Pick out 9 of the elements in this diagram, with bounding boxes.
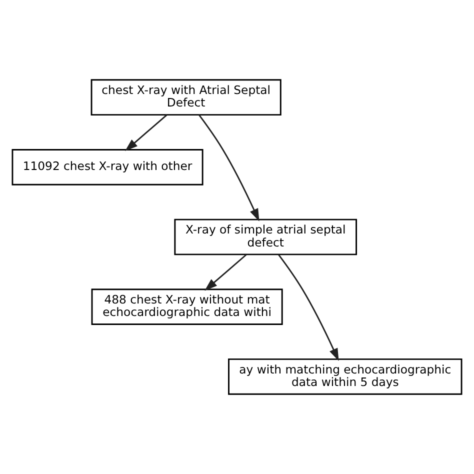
node-box: ay with matching echocardiographic data within 5 days: [228, 358, 462, 395]
node-box: 11092 chest X-ray with other: [12, 148, 204, 186]
arrow: [198, 114, 260, 222]
arrow: [125, 114, 168, 152]
node-box: X-ray of simple atrial septal defect: [174, 218, 358, 256]
arrow: [278, 254, 339, 362]
node-box: 488 chest X-ray without mat echocardiographic data withi: [91, 288, 283, 326]
node-box: chest X-ray with Atrial Septal Defect: [90, 79, 282, 116]
arrow: [204, 254, 247, 291]
